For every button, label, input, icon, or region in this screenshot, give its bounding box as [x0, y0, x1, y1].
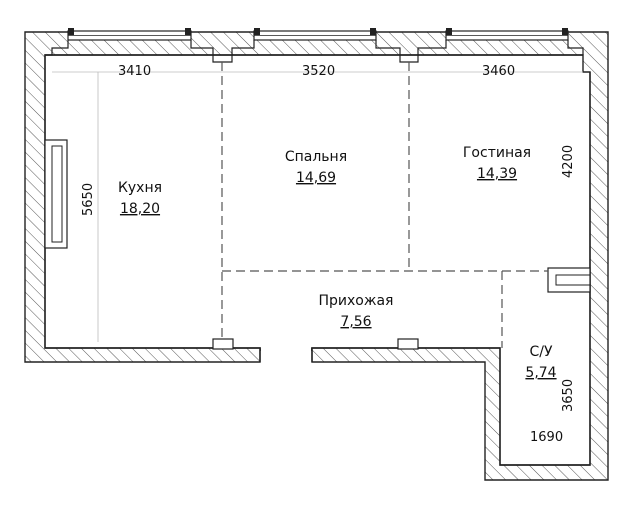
window	[253, 28, 377, 41]
dim-kitchen-depth: 5650	[81, 183, 96, 216]
dim-top-left: 3410	[118, 64, 151, 79]
column	[397, 338, 419, 350]
room-dividers	[221, 62, 548, 348]
entrance-door-opening	[261, 346, 311, 364]
window	[445, 28, 569, 41]
room-area-hallway: 7,56	[340, 314, 371, 330]
room-area-bedroom: 14,69	[296, 170, 336, 186]
column	[212, 338, 234, 350]
dim-bath-depth: 3650	[561, 379, 576, 412]
room-area-kitchen: 18,20	[120, 201, 160, 217]
ventilation-shaft	[547, 267, 591, 293]
exterior-wall	[24, 31, 609, 481]
dim-top-right: 3460	[482, 64, 515, 79]
room-area-bathroom: 5,74	[525, 365, 556, 381]
window	[67, 28, 192, 41]
room-name-kitchen: Кухня	[118, 180, 162, 196]
dim-top-mid: 3520	[302, 64, 335, 79]
room-name-hallway: Прихожая	[319, 293, 394, 309]
room-name-bedroom: Спальня	[285, 149, 347, 165]
dim-bath-width: 1690	[530, 430, 563, 445]
room-area-living: 14,39	[477, 166, 517, 182]
window	[44, 139, 68, 249]
interior-outline-right	[312, 72, 591, 466]
room-name-bathroom: С/У	[529, 344, 552, 360]
room-name-living: Гостиная	[463, 145, 531, 161]
dim-living-depth: 4200	[561, 145, 576, 178]
